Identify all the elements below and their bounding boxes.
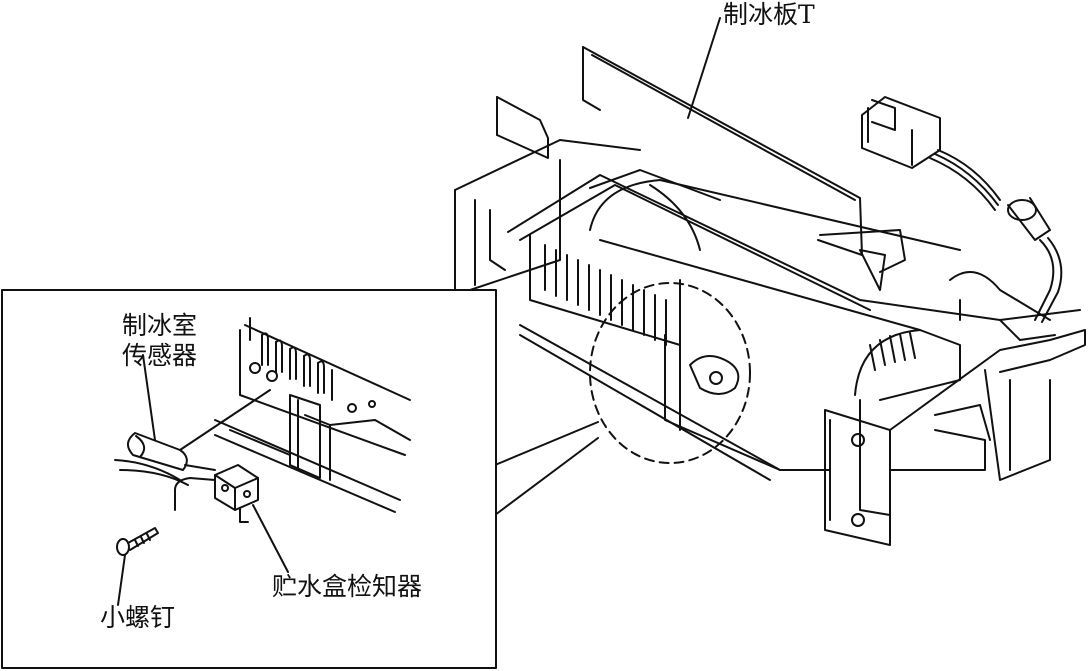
- detail-inset: [1, 289, 497, 669]
- wire-connector: [861, 96, 1063, 323]
- ice-room-sensor: [114, 389, 271, 486]
- leader-lines: [494, 17, 721, 516]
- water-box-detector: [174, 464, 259, 523]
- vent-slots: [544, 244, 667, 346]
- ice-room-sensor-label-line1: 制冰室: [122, 311, 198, 340]
- ice-plate-label: 制冰板T: [723, 0, 815, 29]
- ice-maker-assembly: [454, 46, 1086, 546]
- ice-room-sensor-label-line2: 传感器: [122, 341, 198, 370]
- water-box-detector-label: 贮水盒检知器: [272, 572, 423, 601]
- small-screw-label: 小螺钉: [100, 603, 176, 632]
- ice-room-sensor-label: 制冰室 传感器: [122, 311, 197, 371]
- small-screw: [116, 527, 159, 556]
